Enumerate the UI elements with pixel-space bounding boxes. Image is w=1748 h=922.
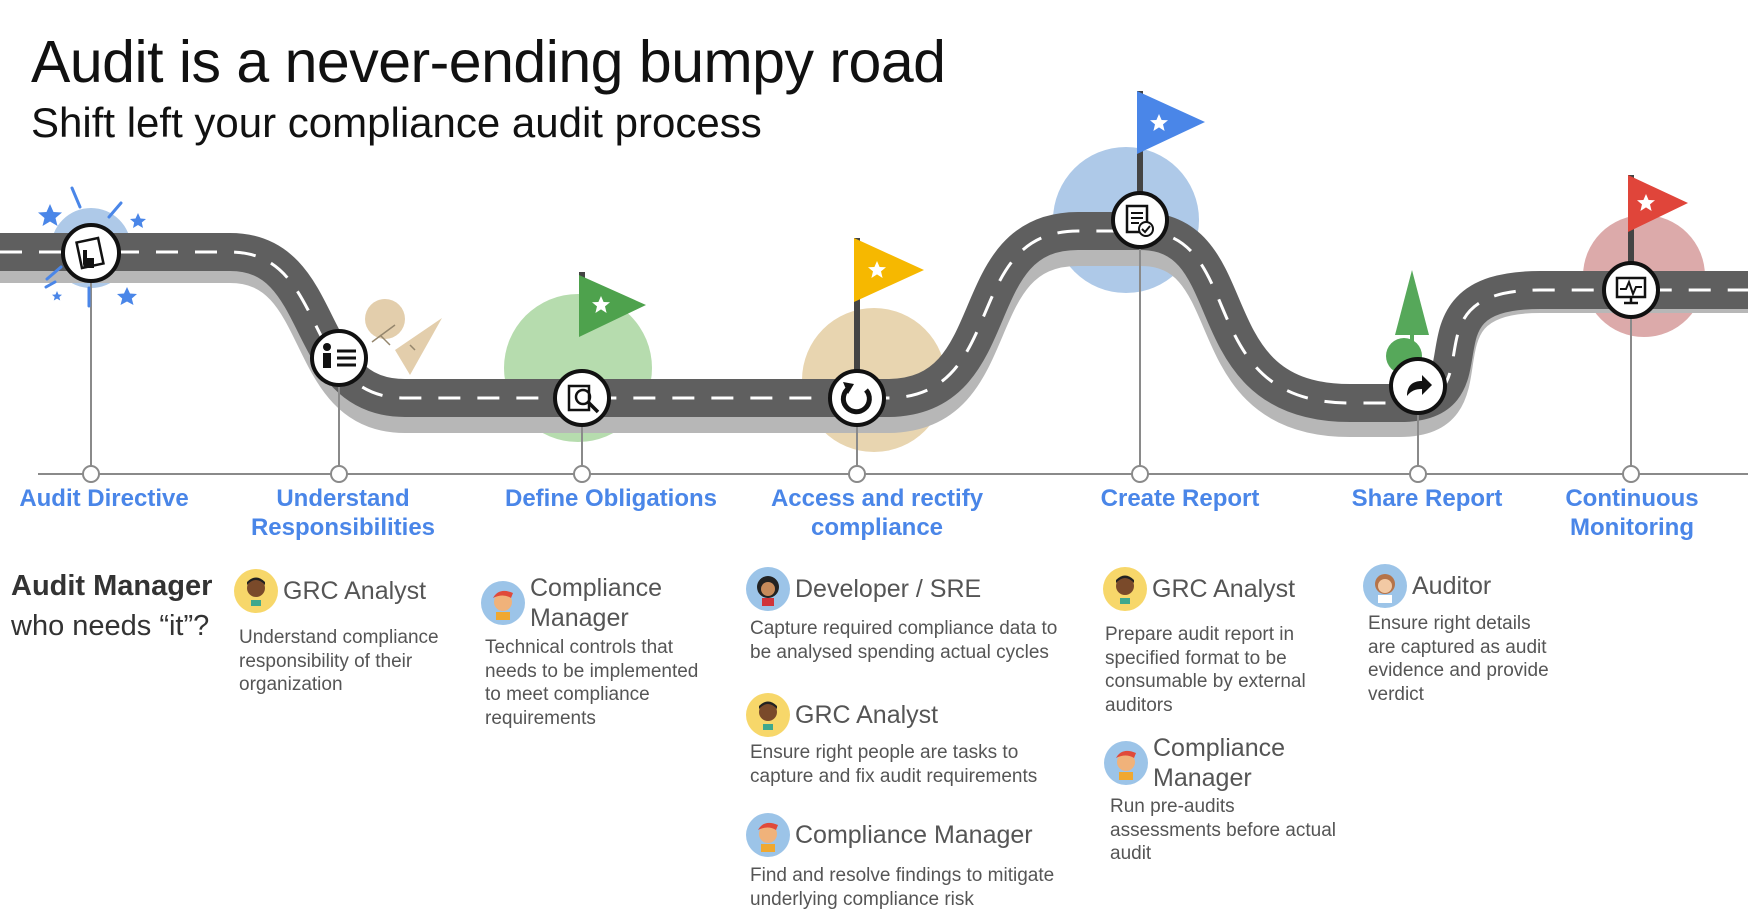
monitor-pulse-icon — [1602, 261, 1660, 319]
flag-red-icon — [1628, 175, 1688, 268]
grc-analyst-avatar — [746, 693, 790, 737]
refresh-cycle-icon — [828, 369, 886, 427]
auditor-avatar — [1363, 564, 1407, 608]
role-compliance-manager: Compliance Manager — [746, 813, 1033, 857]
hand-pointer-document-icon — [61, 223, 121, 283]
step-label-audit-directive: Audit Directive — [19, 485, 189, 512]
person-list-icon — [310, 329, 368, 387]
grc-analyst-avatar — [1103, 567, 1147, 611]
role-grc-analyst: GRC Analyst — [746, 693, 938, 737]
page-subtitle: Shift left your compliance audit process — [31, 99, 762, 146]
step-label-create-report: Create Report — [1100, 485, 1260, 512]
document-search-icon — [553, 369, 611, 427]
role-developer-sre: Developer / SRE — [746, 567, 981, 611]
role-auditor: Auditor — [1363, 564, 1491, 608]
flag-blue-icon — [1137, 91, 1205, 195]
step-label-share-report: Share Report — [1351, 485, 1503, 512]
step-label-define-obligations: Define Obligations — [504, 485, 718, 512]
sparkle-icon — [38, 186, 146, 308]
timeline-nodes — [82, 465, 1640, 483]
tan-decor — [365, 299, 442, 375]
audit-manager-heading: Audit Manager who needs “it”? — [11, 570, 213, 642]
grc-analyst-avatar — [234, 569, 278, 613]
role-grc-analyst: GRC Analyst — [1103, 567, 1295, 611]
developer-avatar — [746, 567, 790, 611]
compliance-manager-avatar — [481, 581, 525, 625]
page-title: Audit is a never-ending bumpy road — [31, 29, 946, 95]
role-grc-analyst: GRC Analyst — [234, 569, 426, 613]
share-arrow-icon — [1389, 357, 1447, 415]
report-checkmark-icon — [1111, 191, 1169, 249]
compliance-manager-avatar — [1104, 741, 1148, 785]
flag-yellow-icon — [854, 238, 924, 372]
flag-green-icon — [579, 272, 646, 337]
compliance-manager-avatar — [746, 813, 790, 857]
